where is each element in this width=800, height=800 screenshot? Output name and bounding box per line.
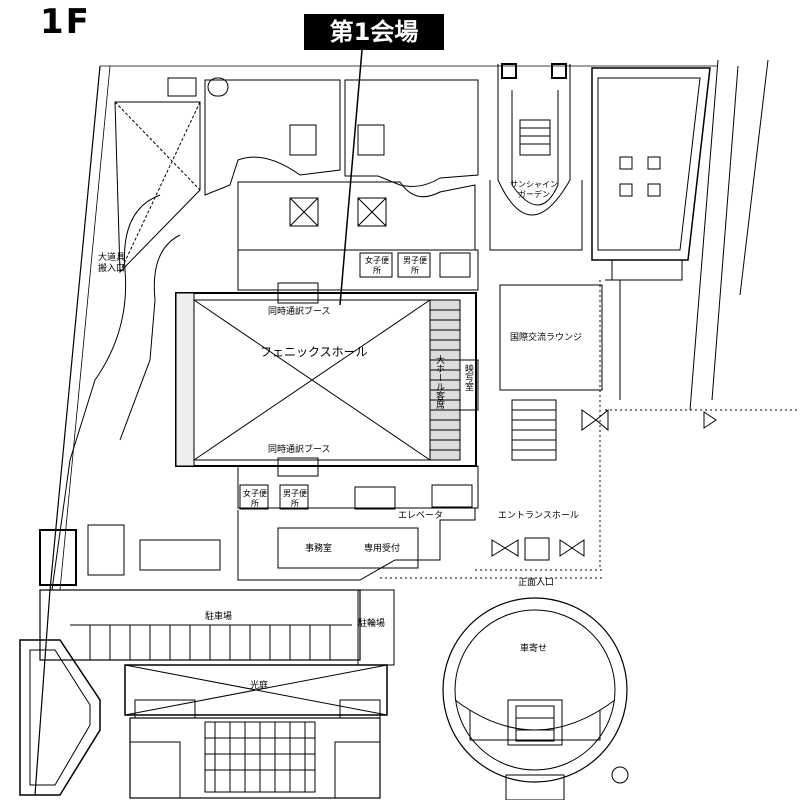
label-interp-booth-bottom: 同時通訳ブース: [268, 445, 331, 455]
label-elevator: エレベータ: [398, 511, 444, 521]
label-men-wc-bottom: 男子便所: [283, 489, 307, 508]
label-large-hall-seats: 大ホール客席: [434, 355, 444, 409]
label-entrance-hall: エントランスホール: [498, 511, 579, 521]
label-sunshine-1: サンシャイン: [510, 180, 558, 189]
label-courtyard: 光庭: [250, 681, 269, 691]
label-projection: 映写室: [463, 364, 473, 391]
label-ogudo-2: 搬入口: [98, 264, 126, 274]
label-bicycle: 駐輪場: [358, 619, 386, 629]
venue-banner: 第1会場: [304, 14, 444, 50]
label-men-wc-top: 男子便所: [403, 256, 427, 275]
label-main-entrance: 正面入口: [518, 578, 555, 588]
label-ogudo-1: 大道具: [98, 253, 126, 263]
label-women-wc-top: 女子便所: [365, 256, 389, 275]
label-carport: 車寄せ: [520, 644, 548, 654]
label-women-wc-bottom: 女子便所: [243, 489, 267, 508]
label-lounge: 国際交流ラウンジ: [510, 333, 583, 343]
label-sunshine-2: ガーデン: [518, 190, 550, 199]
label-interp-booth-top: 同時通訳ブース: [268, 307, 331, 317]
label-office: 事務室: [305, 544, 333, 554]
hall-label-phoenix: フェニックスホール: [260, 345, 368, 359]
label-parking: 駐車場: [205, 612, 233, 622]
floor-number: 1F: [40, 2, 91, 42]
label-reception: 専用受付: [364, 544, 401, 554]
